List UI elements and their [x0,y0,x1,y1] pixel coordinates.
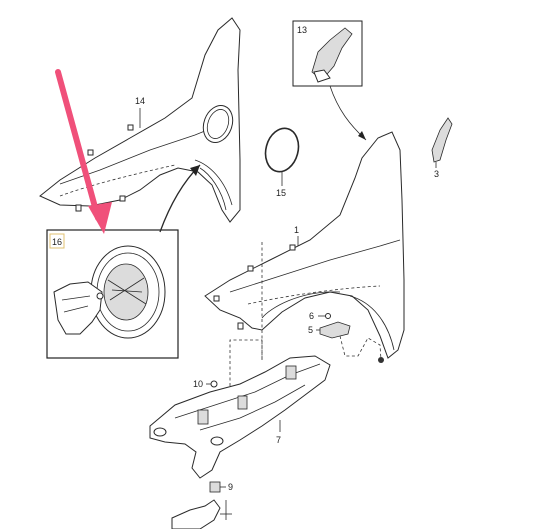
bracket-part-5 [316,321,351,339]
part-label-5: 5 [308,325,313,335]
part-label-14: 14 [135,96,145,106]
part-label-9: 9 [228,482,233,492]
inset-box-13 [292,20,363,87]
clip-part-6 [318,313,331,319]
leader-13-arrowhead [358,131,366,140]
bracket-part-3 [431,117,453,168]
fender-part-14 [39,17,241,223]
part-label-15: 15 [276,188,286,198]
fastener-dot [378,357,384,363]
lower-bracket [171,499,232,529]
bolt-part-10 [206,380,218,388]
part-label-10: 10 [193,379,203,389]
dash-guide-7 [229,339,263,386]
part-label-6: 6 [309,311,314,321]
part-label-3: 3 [434,169,439,179]
inset-box-16 [46,229,179,359]
part-label-16: 16 [52,237,62,247]
mount-part-9 [209,481,226,493]
subframe-part-7 [149,355,331,479]
part-label-13: 13 [297,25,307,35]
fender-part-1 [204,131,405,359]
leader-13 [329,85,367,141]
leader-16 [159,164,201,233]
leader-16-arrowhead [190,165,200,176]
part-label-7: 7 [276,435,281,445]
highlight-arrow [55,69,112,234]
dash-guide-5 [339,335,382,361]
seal-ring-part-15 [264,127,300,186]
part-label-1: 1 [294,225,299,235]
